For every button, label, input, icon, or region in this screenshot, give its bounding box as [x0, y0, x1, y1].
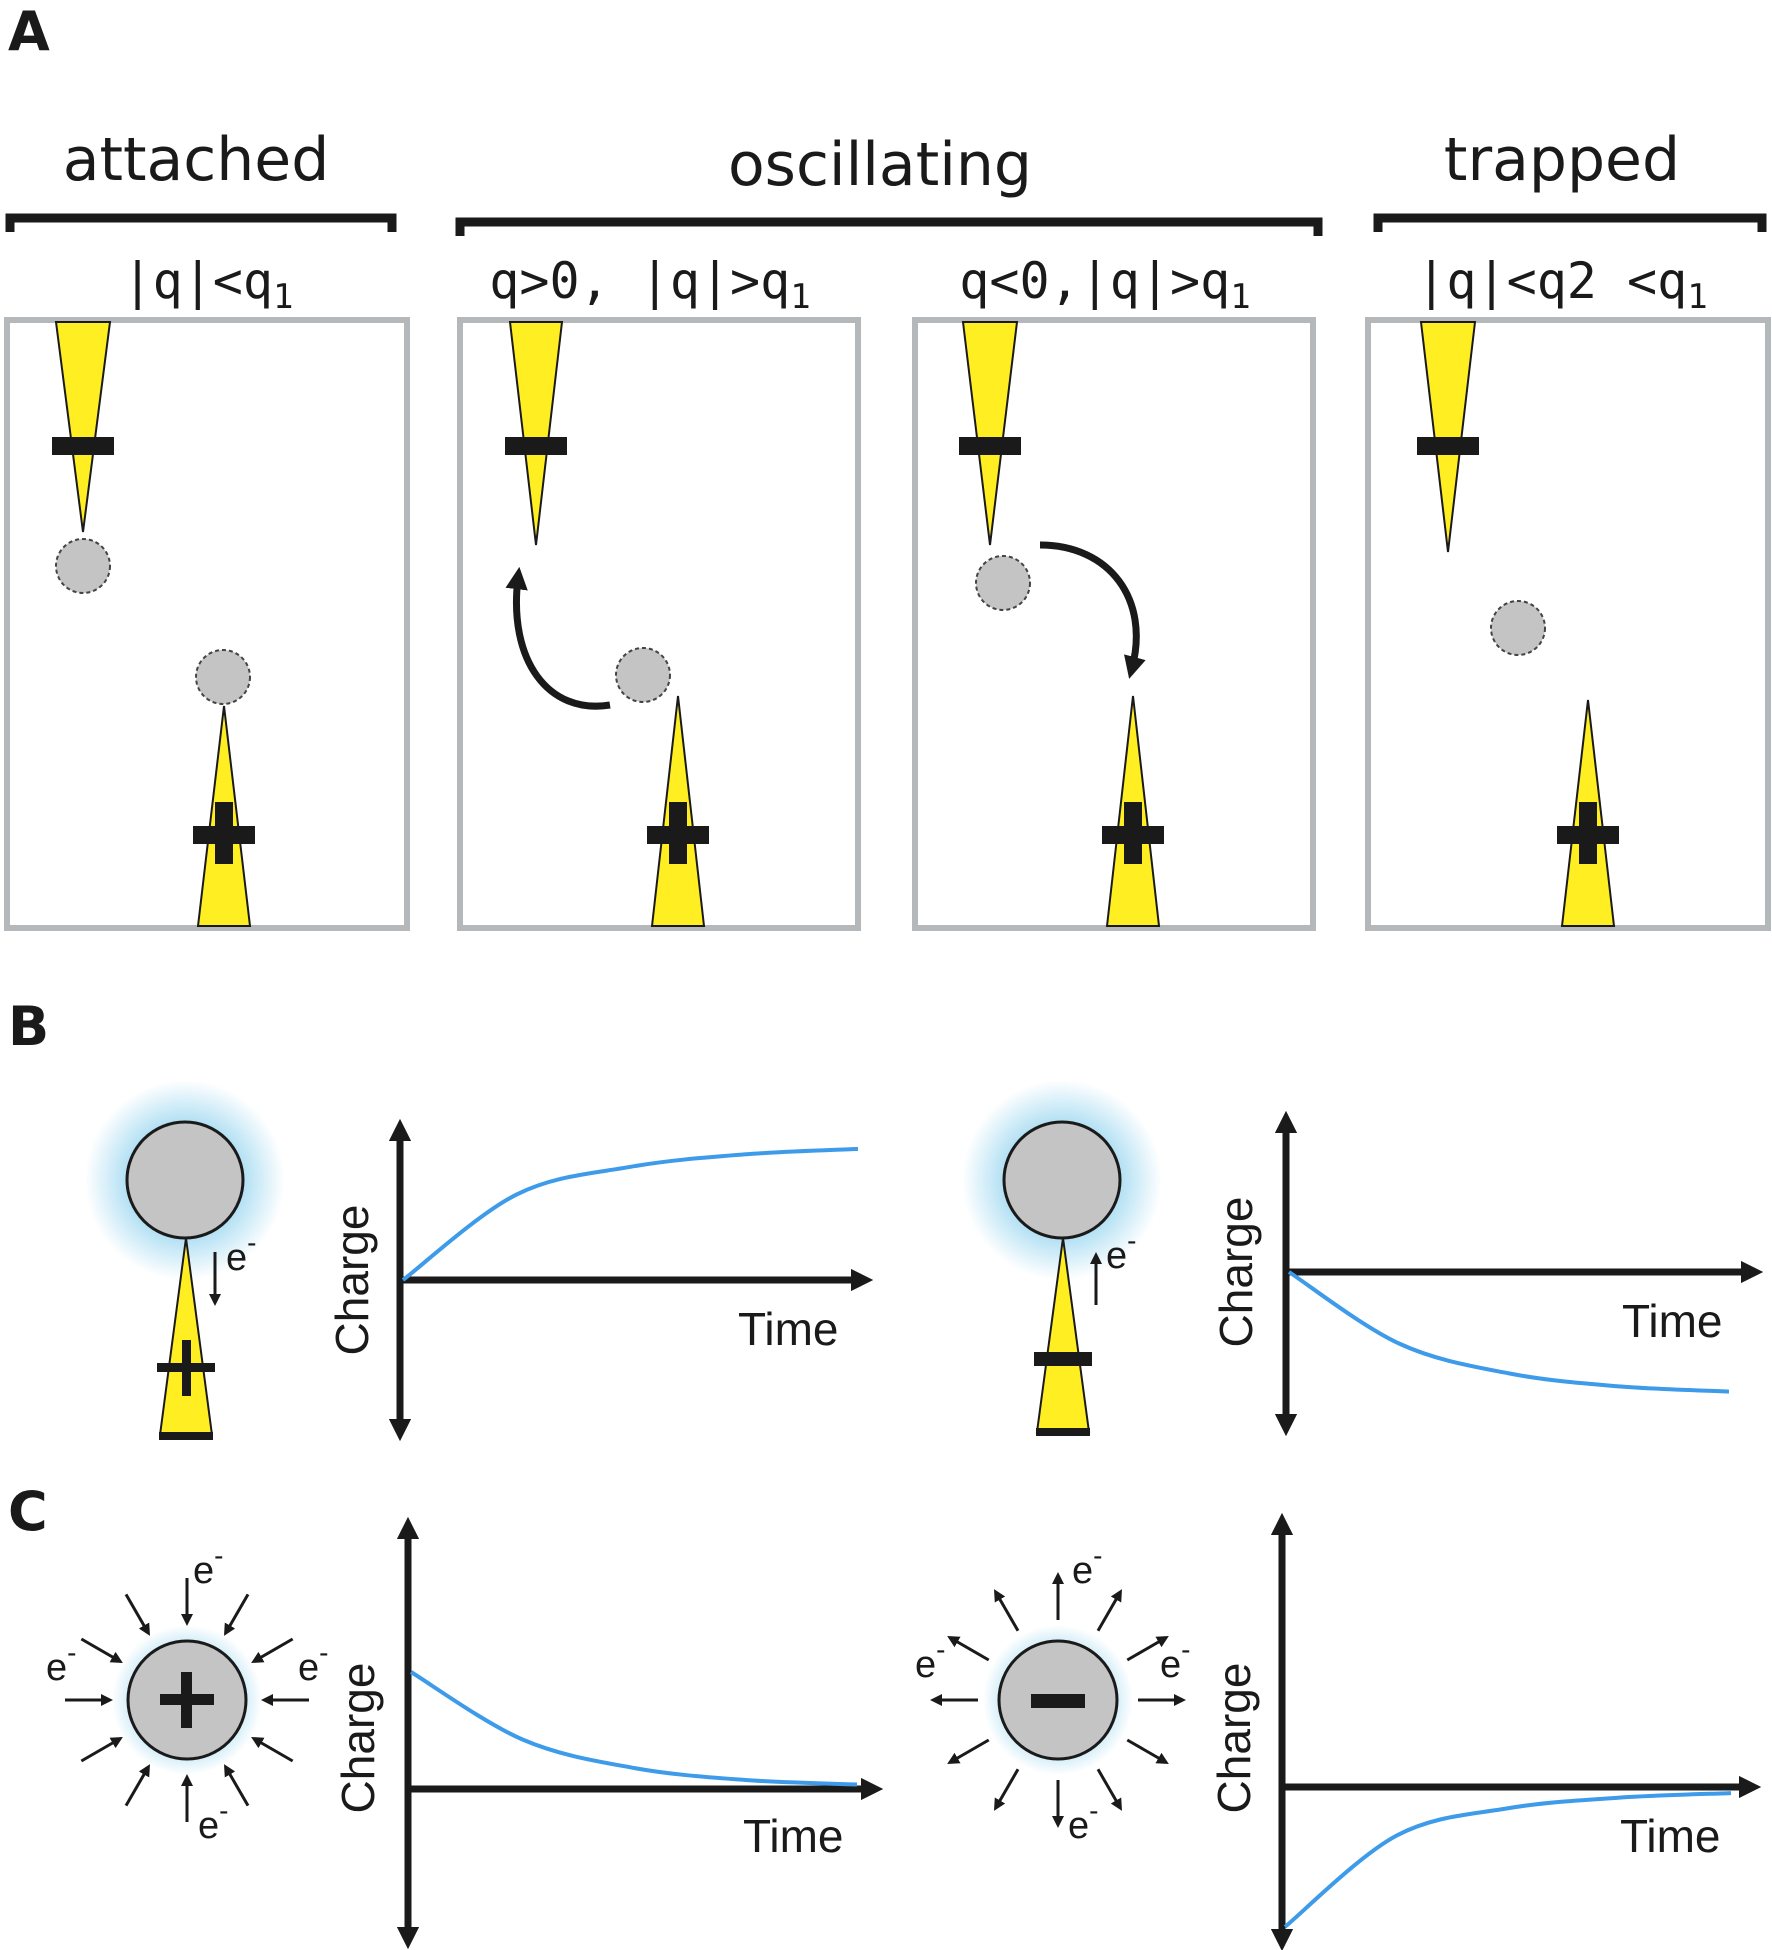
chart-discharging-positive: Charge Time	[332, 1516, 884, 1950]
electron-label: e-	[226, 1227, 256, 1279]
condition-label-3: q<0,|q|>q1	[959, 252, 1250, 317]
condition-label-1: |q|<q1	[123, 252, 294, 317]
upper-electrode-tip	[508, 321, 564, 546]
panel-label-a: A	[8, 0, 50, 63]
x-axis-label: Time	[738, 1303, 839, 1355]
charge-curve	[1283, 1791, 1732, 1929]
electron-ray-arrow	[80, 1736, 123, 1763]
electron-label: e-	[198, 1795, 228, 1847]
electron-label: e-	[298, 1637, 328, 1689]
plus-sign-vertical	[215, 802, 233, 864]
electron-ray-arrow	[80, 1637, 123, 1664]
particle	[1002, 1120, 1122, 1240]
electron-ray-arrow	[224, 1764, 250, 1807]
plus-sign-vertical	[1579, 802, 1597, 864]
electron-ray-arrow	[1126, 1738, 1169, 1764]
electron-label: e-	[1068, 1795, 1098, 1847]
electron-ray-arrow	[251, 1736, 294, 1763]
y-axis-label: Charge	[332, 1663, 384, 1814]
electron-label: e-	[193, 1540, 223, 1592]
chart-charging-positive: Charge Time	[326, 1118, 874, 1442]
electron-ray-arrow	[251, 1637, 294, 1664]
upper-electrode-tip	[961, 321, 1019, 546]
group-label-trapped: trapped	[1444, 125, 1680, 195]
bracket-oscillating	[455, 217, 1323, 236]
electron-label: e-	[1106, 1225, 1136, 1277]
electron-ray-arrow	[1096, 1768, 1122, 1811]
state-frame-oscillating-positive	[457, 317, 861, 931]
positive-particle-absorbing-electrons: e- e- e- e-	[46, 1540, 328, 1847]
electron-ray-arrow	[994, 1768, 1020, 1811]
condition-label-2: q>0, |q|>q1	[489, 252, 811, 317]
motion-arrow	[1039, 541, 1146, 679]
plus-sign-vertical	[182, 1340, 191, 1396]
electron-ray-arrow	[1126, 1636, 1169, 1662]
y-axis-label: Charge	[1208, 1663, 1260, 1814]
particle-on-negative-tip: e-	[962, 1080, 1162, 1436]
particle	[125, 1120, 245, 1240]
electron-ray-arrow	[124, 1764, 150, 1807]
tip-base	[1036, 1428, 1090, 1436]
electron-rays-outward	[930, 1572, 1186, 1828]
electron-ray-arrow	[1096, 1589, 1122, 1632]
x-axis-label: Time	[743, 1810, 844, 1862]
minus-sign	[1034, 1352, 1092, 1366]
electron-ray-arrow	[124, 1593, 150, 1636]
electron-ray-arrow	[994, 1589, 1020, 1632]
electron-ray-arrow	[947, 1635, 990, 1662]
electron-label: e-	[915, 1634, 945, 1686]
bracket-trapped	[1373, 213, 1767, 232]
charge-curve	[409, 1670, 858, 1787]
electron-rays-inward	[65, 1578, 309, 1822]
minus-sign	[1417, 437, 1479, 455]
state-frame-trapped	[1365, 317, 1771, 931]
electron-label: e-	[46, 1637, 76, 1689]
chart-charging-negative: Charge Time	[1210, 1110, 1764, 1437]
minus-sign	[959, 437, 1021, 455]
x-axis-label: Time	[1622, 1295, 1723, 1347]
electron-ray-arrow	[947, 1738, 990, 1765]
plus-sign-vertical	[1124, 802, 1142, 864]
condition-label-4: |q|<q2 <q1	[1416, 252, 1707, 317]
group-label-oscillating: oscillating	[728, 130, 1032, 200]
particle	[55, 538, 111, 594]
plus-sign-vertical	[669, 802, 687, 864]
group-label-attached: attached	[63, 125, 330, 195]
panel-label-c: C	[8, 1480, 48, 1543]
state-frame-oscillating-negative	[912, 317, 1316, 931]
charge-curve	[401, 1146, 859, 1282]
bracket-attached	[5, 213, 397, 232]
plus-sign-vertical	[181, 1672, 192, 1728]
upper-electrode-tip	[54, 321, 112, 533]
electron-label: e-	[1072, 1540, 1102, 1592]
panel-label-b: B	[8, 995, 49, 1058]
particle	[975, 555, 1031, 611]
motion-arrow	[505, 566, 611, 710]
y-axis-label: Charge	[326, 1205, 378, 1356]
x-axis-label: Time	[1620, 1810, 1721, 1862]
particle-on-positive-tip: e-	[85, 1080, 285, 1440]
negative-particle-emitting-electrons: e- e- e- e-	[915, 1540, 1190, 1847]
y-axis-label: Charge	[1210, 1197, 1262, 1348]
minus-sign	[52, 437, 114, 455]
electron-ray-arrow	[224, 1593, 250, 1636]
particle	[1490, 600, 1546, 656]
charge-curve	[1287, 1270, 1730, 1394]
particle	[615, 647, 671, 703]
minus-sign	[1031, 1694, 1085, 1708]
state-frame-attached	[4, 317, 410, 931]
particle	[195, 649, 251, 705]
tip-base	[159, 1432, 213, 1440]
minus-sign	[505, 437, 567, 455]
chart-discharging-negative: Charge Time	[1208, 1512, 1762, 1950]
electron-label: e-	[1160, 1634, 1190, 1686]
